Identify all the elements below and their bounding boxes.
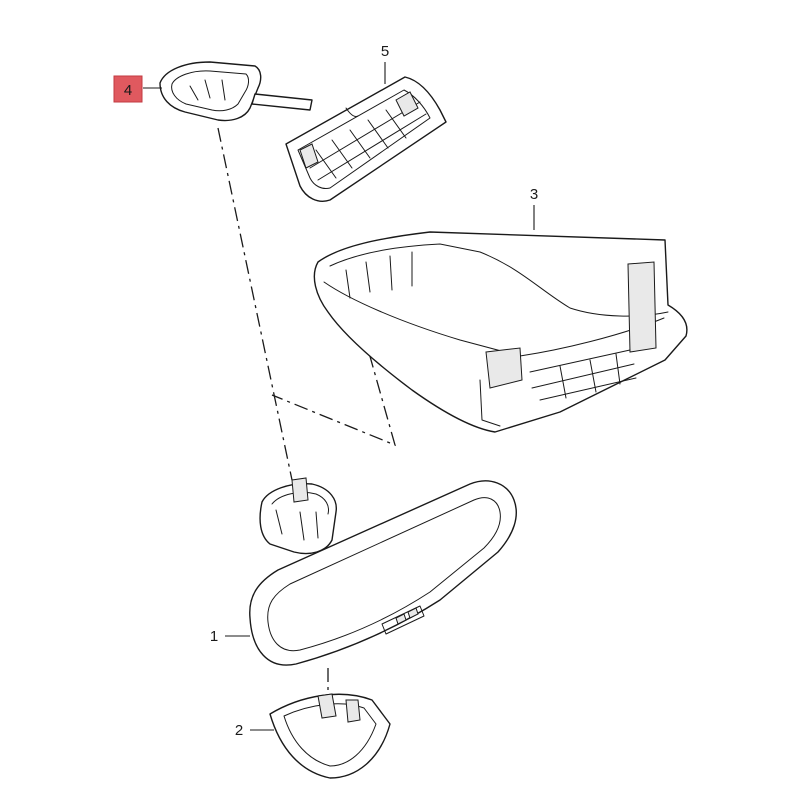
- callout-3[interactable]: 3: [530, 186, 538, 203]
- mirror-mount-bracket: [259, 477, 337, 555]
- callout-leaders: [143, 62, 535, 731]
- part-5-cover-plate[interactable]: [285, 76, 447, 202]
- callout-5[interactable]: 5: [381, 43, 389, 60]
- part-4-mount-clip[interactable]: [159, 61, 313, 122]
- callout-4[interactable]: 4: [124, 82, 132, 99]
- center-line-4-to-mount: [217, 127, 293, 481]
- part-3-housing-cover[interactable]: [313, 231, 688, 433]
- part-2-bottom-cap[interactable]: [269, 693, 391, 779]
- callout-2[interactable]: 2: [235, 722, 243, 739]
- callout-labels: 4 5 3 1 2: [113, 43, 538, 739]
- highlight-box-4: [113, 75, 143, 103]
- part-1-mirror[interactable]: [249, 480, 517, 666]
- callout-1[interactable]: 1: [210, 628, 218, 645]
